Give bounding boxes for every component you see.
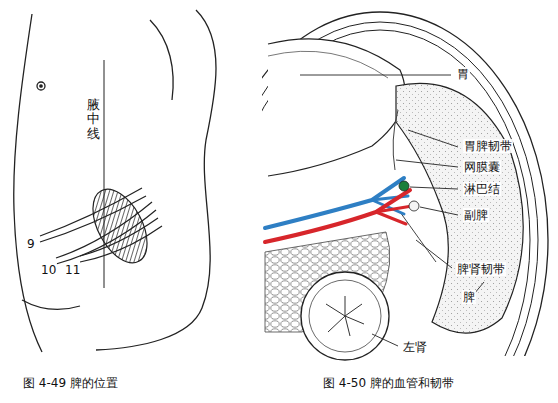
part-label: 胃脾韧带 <box>463 139 513 153</box>
figure-caption: 图 4-49 脾的位置 <box>22 376 119 390</box>
rib-number: 9 <box>26 237 36 251</box>
spleen-position <box>82 180 158 271</box>
splenic-vessels <box>265 178 412 242</box>
leader-lines <box>300 75 484 346</box>
part-label: 副脾 <box>463 208 489 222</box>
left-kidney <box>301 272 389 360</box>
axis-line-label: 腋中线 <box>86 98 101 141</box>
rib-number: 10 <box>40 263 57 277</box>
rib-number: 11 <box>64 263 81 277</box>
part-label: 左肾 <box>402 340 428 354</box>
stomach <box>268 39 405 176</box>
part-label: 网膜囊 <box>463 160 501 174</box>
lymph-node <box>399 181 409 191</box>
part-label: 脾肾韧带 <box>456 262 506 276</box>
accessory-spleen <box>409 201 419 211</box>
midaxillary-line <box>104 60 105 288</box>
body-outline <box>14 10 216 352</box>
part-label: 脾 <box>462 290 476 304</box>
body-wall <box>262 12 548 356</box>
part-label: 淋巴结 <box>463 182 501 196</box>
part-label: 胃 <box>456 67 470 81</box>
spleen <box>396 83 523 333</box>
figure-caption: 图 4-50 脾的血管和韧带 <box>322 376 455 390</box>
